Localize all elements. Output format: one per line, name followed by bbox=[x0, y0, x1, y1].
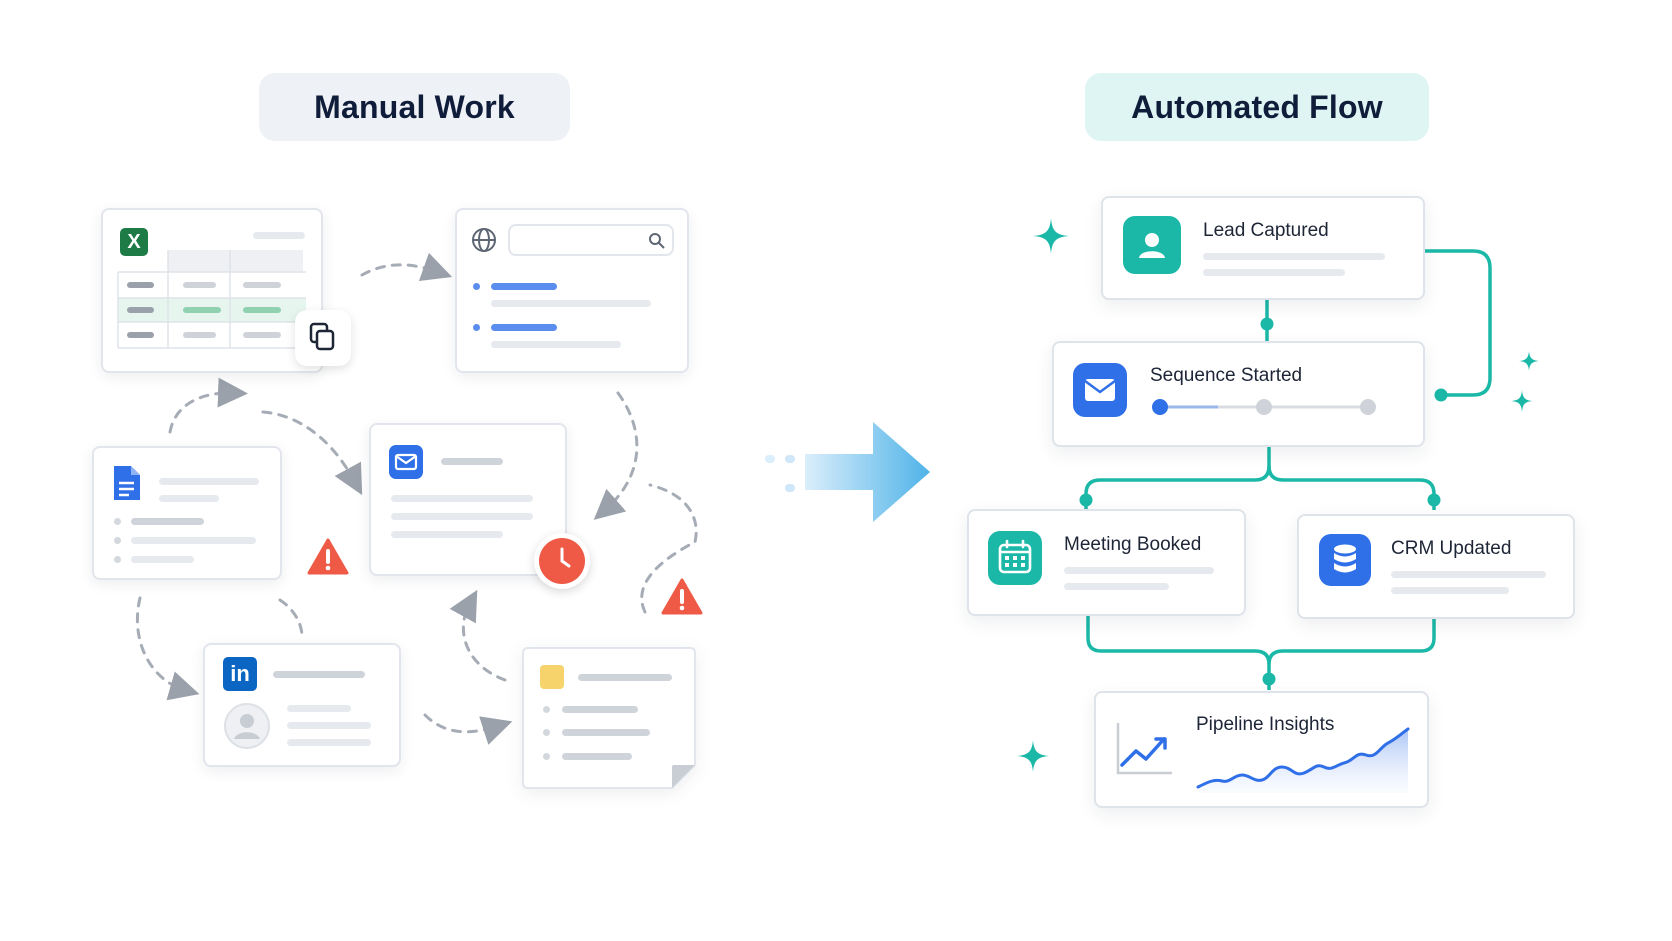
calendar-icon bbox=[988, 531, 1042, 585]
pipeline-sparkline bbox=[1196, 727, 1410, 793]
sparkle-icon bbox=[1017, 740, 1049, 772]
browser-search-card bbox=[455, 208, 689, 373]
warning-icon bbox=[307, 538, 349, 575]
database-icon bbox=[1319, 534, 1371, 586]
document-icon bbox=[114, 466, 140, 500]
sparkle-icon bbox=[1033, 218, 1069, 254]
sparkle-icon bbox=[1511, 390, 1533, 412]
flow-step-label: Lead Captured bbox=[1203, 220, 1329, 241]
spreadsheet-card: X bbox=[101, 208, 323, 373]
flow-step-crm-updated: CRM Updated bbox=[1297, 514, 1575, 619]
trend-chart-icon bbox=[1116, 723, 1172, 775]
globe-icon bbox=[472, 228, 496, 252]
copy-icon bbox=[295, 310, 351, 366]
search-icon bbox=[649, 233, 665, 249]
flow-step-meeting-booked: Meeting Booked bbox=[967, 509, 1246, 616]
excel-icon: X bbox=[120, 228, 148, 256]
avatar-icon bbox=[224, 703, 270, 749]
automated-flow-title: Automated Flow bbox=[1085, 73, 1429, 141]
warning-icon bbox=[661, 578, 703, 615]
flow-step-pipeline-insights: Pipeline Insights bbox=[1094, 691, 1429, 808]
sticky-note-card bbox=[522, 647, 696, 789]
flow-step-label: Sequence Started bbox=[1150, 365, 1303, 386]
sparkle-icon bbox=[1519, 351, 1539, 371]
document-card bbox=[92, 446, 282, 580]
transition-arrow-icon bbox=[765, 422, 930, 522]
flow-step-label: CRM Updated bbox=[1391, 538, 1512, 559]
flow-step-lead-captured: Lead Captured bbox=[1101, 196, 1425, 300]
email-card bbox=[369, 423, 567, 576]
spreadsheet-grid bbox=[117, 250, 306, 349]
sequence-progress-track bbox=[1152, 399, 1376, 415]
linkedin-profile-card: in bbox=[203, 643, 401, 767]
user-icon bbox=[1123, 216, 1181, 274]
manual-work-title: Manual Work bbox=[259, 73, 570, 141]
sticky-note-icon bbox=[540, 665, 564, 689]
linkedin-icon: in bbox=[223, 657, 257, 691]
flow-step-sequence-started: Sequence Started bbox=[1052, 341, 1425, 447]
flow-step-label: Pipeline Insights bbox=[1196, 714, 1335, 735]
search-input[interactable] bbox=[508, 224, 674, 256]
mail-icon bbox=[1073, 363, 1127, 417]
flow-step-label: Meeting Booked bbox=[1064, 534, 1202, 555]
mail-icon bbox=[389, 445, 423, 479]
clock-icon bbox=[534, 533, 590, 589]
